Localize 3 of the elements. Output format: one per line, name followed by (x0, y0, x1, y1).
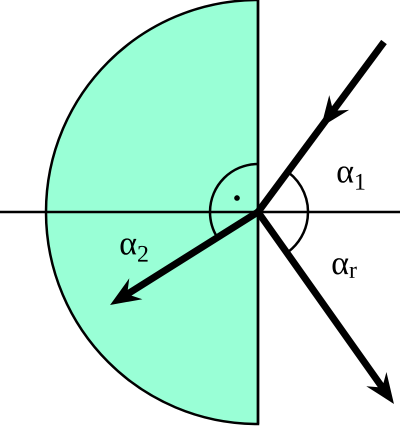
angle-label: α$_{r}$ (332, 258, 357, 278)
angle-label: α$_{2}$ (120, 238, 148, 262)
angle-label: α$_{1}$ (338, 166, 364, 190)
